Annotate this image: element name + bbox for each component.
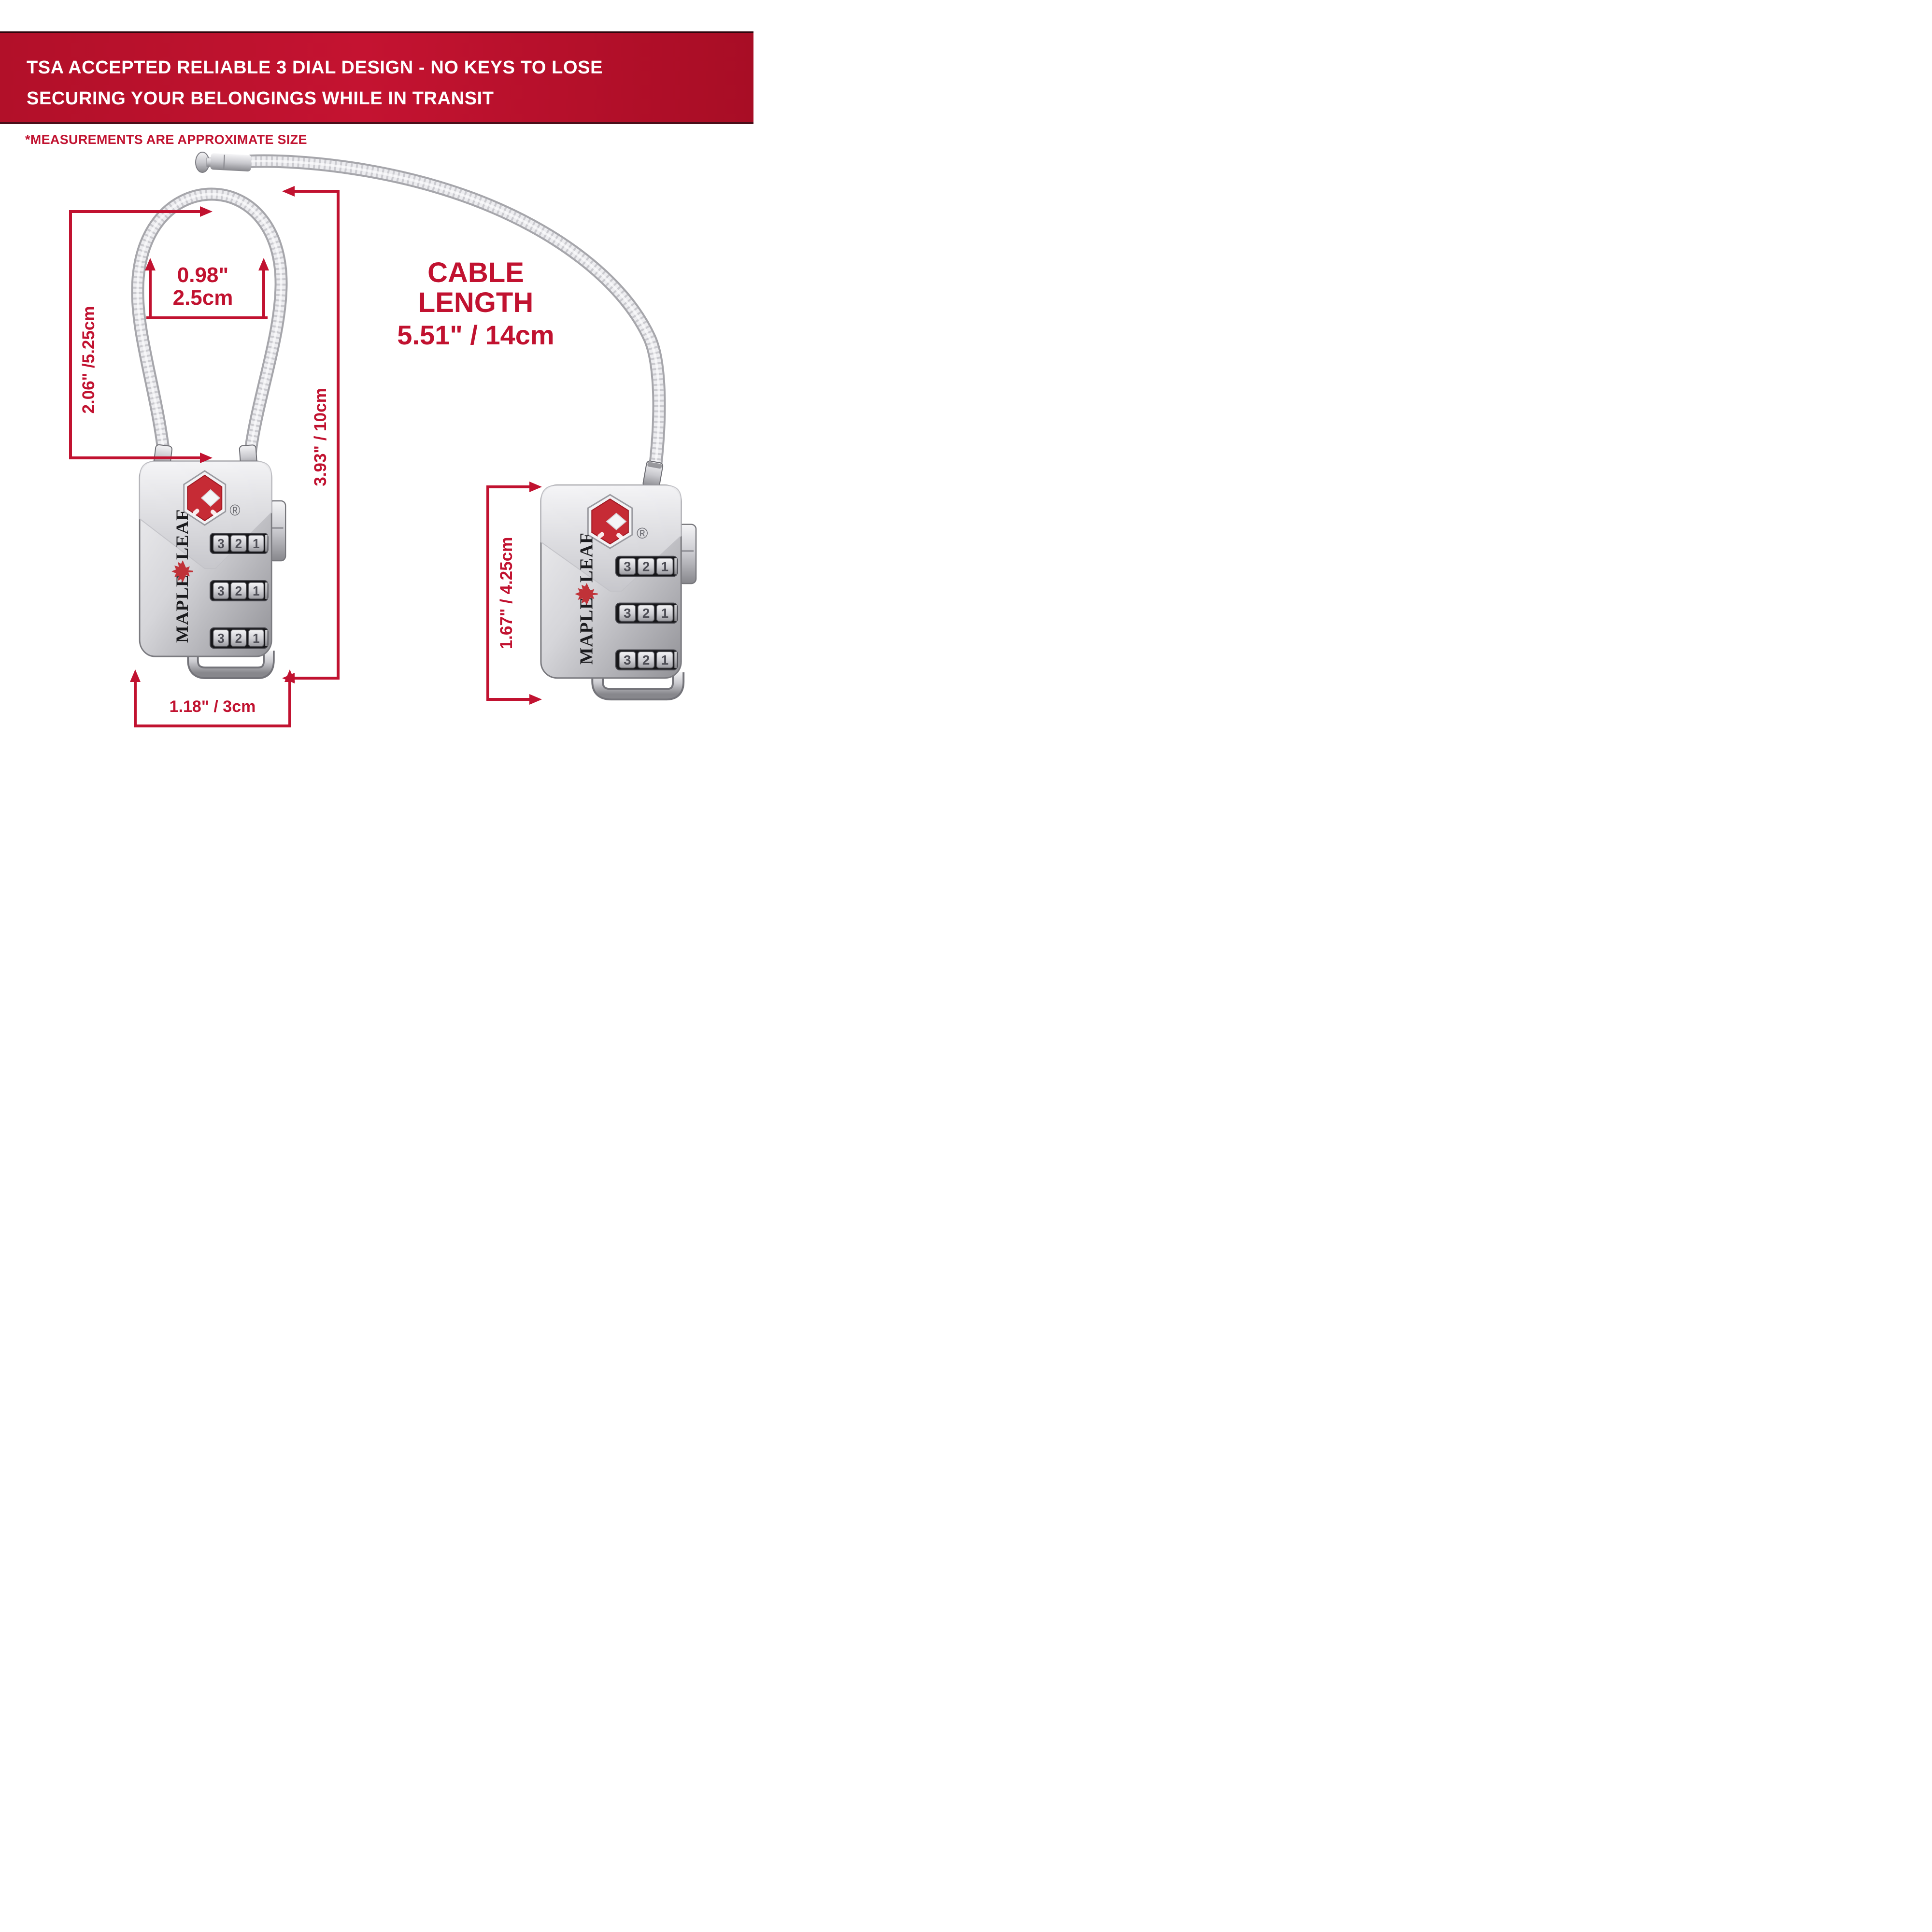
dimension-line-lock-width (134, 681, 291, 727)
long-cable (249, 154, 666, 488)
label-lock-width: 1.18" / 3cm (169, 697, 256, 716)
maple-leaf-wordmark: MAPLE LEAF (575, 532, 598, 665)
label-loop-height: 2.06" /5.25cm (79, 306, 98, 414)
dimension-line-body-height (486, 485, 530, 701)
dial-row-3: 3 2 1 (615, 649, 678, 670)
dial-digit: 2 (642, 606, 650, 621)
label-lock-body-height: 1.67" / 4.25cm (497, 537, 516, 650)
dial-digit: 3 (217, 630, 225, 646)
dial-row-3: 3 2 1 (210, 627, 269, 649)
banner-line-1: TSA ACCEPTED RELIABLE 3 DIAL DESIGN - NO… (27, 57, 603, 78)
dial-digit: 1 (253, 536, 260, 551)
arrowhead (529, 482, 542, 492)
dial-digit: 2 (235, 583, 242, 598)
dial-digit: 1 (661, 606, 668, 621)
label-loop-width-inches: 0.98" (177, 263, 229, 287)
dial-digit: 3 (624, 653, 631, 668)
dial-digit: 3 (217, 536, 225, 551)
svg-text:LEAF: LEAF (576, 532, 597, 582)
maple-leaf-wordmark: MAPLE LEAF (171, 509, 193, 643)
product-infographic: TSA ACCEPTED RELIABLE 3 DIAL DESIGN - NO… (0, 0, 753, 753)
dial-digit: 2 (642, 653, 650, 668)
arrowhead (529, 694, 542, 705)
dimension-line-overall-height (294, 190, 340, 680)
padlock-left: ® 3 2 1 3 2 1 (133, 444, 287, 685)
dial-digit: 2 (235, 630, 242, 646)
cable-length-value: 5.51" / 14cm (397, 320, 554, 350)
arrowhead (200, 453, 213, 463)
banner: TSA ACCEPTED RELIABLE 3 DIAL DESIGN - NO… (0, 31, 753, 124)
padlock-right: ® 3 2 1 3 2 1 (534, 468, 697, 707)
tsa-logo-icon (587, 494, 633, 549)
dial-row-2: 3 2 1 (615, 602, 678, 624)
disclaimer-text: *MEASUREMENTS ARE APPROXIMATE SIZE (25, 132, 307, 147)
dial-digit: 1 (253, 583, 260, 598)
cables-layer (131, 152, 666, 489)
dial-digit: 3 (624, 559, 631, 574)
label-overall-height: 3.93" / 10cm (311, 388, 330, 486)
dial-row-2: 3 2 1 (210, 580, 269, 601)
dial-digit: 2 (642, 559, 650, 574)
dial-row-1: 3 2 1 (615, 555, 678, 577)
shackle (187, 651, 275, 679)
label-loop-width: 0.98" 2.5cm (155, 264, 251, 309)
arrowhead (200, 206, 213, 217)
svg-text:LEAF: LEAF (172, 509, 192, 560)
maple-leaf-icon (171, 560, 193, 582)
cable-end-tip-icon (195, 152, 252, 173)
arrowhead (145, 258, 156, 270)
svg-text:MAPLE: MAPLE (576, 597, 597, 665)
loop-cable (131, 187, 288, 463)
maple-leaf-icon (575, 583, 598, 605)
svg-text:MAPLE: MAPLE (172, 574, 192, 643)
latch-button (268, 500, 286, 562)
banner-text: TSA ACCEPTED RELIABLE 3 DIAL DESIGN - NO… (27, 52, 603, 114)
dial-digit: 2 (235, 536, 242, 551)
arrowhead (130, 669, 141, 682)
dimension-lines-layer (69, 186, 542, 727)
cable-length-title: CABLE LENGTH (418, 257, 534, 318)
cable-length-callout: CABLE LENGTH 5.51" / 14cm (367, 258, 584, 350)
arrowhead (282, 186, 295, 197)
dial-digit: 3 (217, 583, 225, 598)
shackle (591, 672, 685, 701)
banner-line-2: SECURING YOUR BELONGINGS WHILE IN TRANSI… (27, 88, 494, 109)
dial-digit: 1 (253, 630, 260, 646)
dial-row-1: 3 2 1 (210, 533, 269, 554)
tsa-logo-icon (183, 470, 227, 526)
arrowhead (258, 258, 269, 270)
registered-mark: ® (229, 501, 240, 519)
dimension-line-loop-height (69, 210, 201, 459)
dial-digit: 1 (661, 653, 668, 668)
dial-digit: 3 (624, 606, 631, 621)
arrowhead (284, 669, 295, 682)
label-loop-width-cm: 2.5cm (172, 286, 233, 310)
dial-digit: 1 (661, 559, 668, 574)
registered-mark: ® (637, 525, 648, 542)
cable-ferrule-right (642, 460, 664, 489)
